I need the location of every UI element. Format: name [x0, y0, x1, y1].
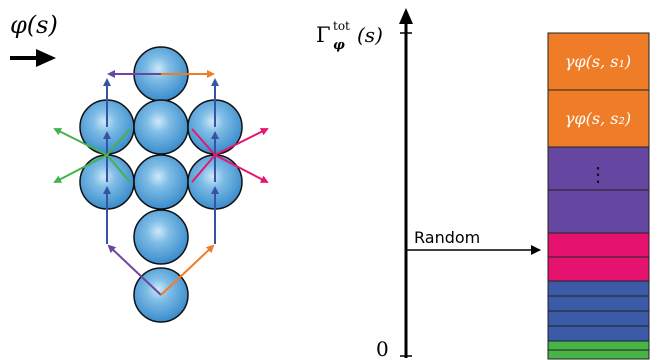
y-axis-label: Γ φ tot (s) — [316, 19, 383, 53]
stack-segment-magenta — [548, 233, 649, 257]
ball — [134, 155, 188, 209]
phi-label: φ(s) — [10, 11, 58, 39]
ball — [134, 210, 188, 264]
stack-segment-green — [548, 341, 649, 350]
rate-stack: γφ(s, s₁) γφ(s, s₂) ⋮ — [548, 33, 649, 359]
stack-segment-blue — [548, 326, 649, 341]
stack-segment-blue — [548, 296, 649, 311]
ball-cluster — [80, 47, 242, 322]
y-label-arg: (s) — [357, 23, 383, 47]
random-pointer: Random — [406, 228, 540, 250]
stack-ellipsis: ⋮ — [588, 162, 608, 186]
y-label-sub: φ — [333, 38, 345, 53]
ball — [134, 100, 188, 154]
stack-label-1: γφ(s, s₁) — [565, 52, 631, 71]
random-label: Random — [414, 228, 480, 247]
stack-segment-blue — [548, 311, 649, 326]
stack-segment-blue — [548, 281, 649, 296]
direction-arrow-icon — [10, 49, 56, 67]
stack-label-2: γφ(s, s₂) — [565, 109, 631, 128]
stack-segment-green — [548, 350, 649, 359]
y-axis — [399, 8, 413, 358]
stack-segment-magenta — [548, 257, 649, 281]
y-label-main: Γ — [316, 23, 331, 47]
y-label-sup: tot — [333, 19, 350, 33]
stack-segment-purple — [548, 190, 649, 233]
zero-label: 0 — [376, 337, 389, 360]
